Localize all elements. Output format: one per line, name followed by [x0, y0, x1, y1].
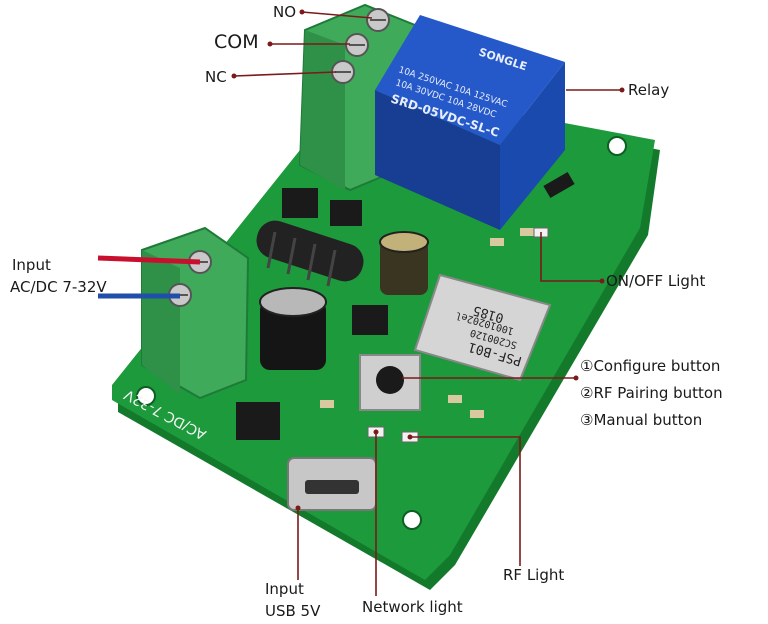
mount-hole-tr — [607, 136, 627, 156]
mount-hole-br — [402, 510, 422, 530]
pcb-board — [112, 92, 660, 590]
coil-ridge-1 — [266, 231, 277, 269]
input-terminal-block — [141, 226, 250, 400]
coil-body — [256, 220, 364, 282]
label-no: NO — [273, 3, 297, 21]
wire-red — [97, 255, 201, 265]
smd-r2 — [520, 228, 534, 236]
micro-usb-port — [287, 457, 377, 511]
label-input-ac-line2: AC/DC 7-32V — [10, 278, 107, 296]
dot-relay — [619, 87, 625, 93]
leader-rf — [410, 436, 521, 566]
coil-ridge-4 — [326, 249, 337, 287]
label-configure-button: ①Configure button — [580, 357, 721, 375]
label-input-usb-line1: Input — [265, 580, 304, 598]
ic-3 — [352, 305, 388, 335]
output-terminal-face — [300, 30, 345, 190]
leader-onoff — [540, 232, 602, 282]
smd-r4 — [470, 410, 484, 418]
wifi-module-body — [413, 273, 552, 382]
dot-rf — [407, 434, 413, 440]
coil-ridge-3 — [306, 243, 317, 281]
relay-front — [500, 62, 565, 230]
dot-usb — [295, 505, 301, 511]
pcb-surface — [112, 92, 655, 580]
label-rf-light: RF Light — [503, 566, 565, 584]
leader-no — [301, 11, 373, 19]
label-relay: Relay — [628, 81, 670, 99]
relay-component: SONGLE 10A 250VAC 10A 125VAC 10A 30VDC 1… — [375, 15, 565, 230]
push-button — [359, 354, 421, 411]
dot-no — [299, 9, 305, 15]
label-input-usb-line2: USB 5V — [265, 602, 321, 620]
ic-4 — [236, 402, 280, 440]
label-manual-button: ③Manual button — [580, 411, 703, 429]
relay-top — [375, 15, 565, 145]
diode — [543, 171, 575, 199]
large-capacitor — [259, 287, 327, 370]
dot-nc — [231, 73, 237, 79]
small-capacitor — [379, 231, 429, 295]
dot-onoff — [599, 278, 605, 284]
dot-button — [573, 375, 579, 381]
small-capacitor-body — [380, 240, 428, 295]
wifi-module: 0185 10010202el SC200120 PSF-B01 — [413, 273, 552, 382]
rf-antenna-coil — [256, 220, 364, 287]
smd-r5 — [320, 400, 334, 408]
dot-network — [373, 429, 379, 435]
push-button-cap — [376, 366, 404, 394]
relay-side — [375, 90, 500, 230]
leader-lines — [233, 11, 622, 596]
leader-dots — [231, 9, 625, 511]
label-input-ac-line1: Input — [12, 256, 51, 274]
smd-r3 — [448, 395, 462, 403]
usb-opening — [305, 480, 359, 494]
small-capacitor-top — [379, 231, 429, 253]
large-capacitor-top — [259, 287, 327, 317]
label-network-light: Network light — [362, 598, 463, 616]
ic-1 — [282, 188, 318, 218]
smd-r1 — [490, 238, 504, 246]
large-capacitor-body — [260, 300, 326, 370]
ic-2 — [330, 200, 362, 226]
smd-components — [236, 171, 575, 440]
leader-nc — [233, 71, 337, 77]
coil-ridge-2 — [286, 237, 297, 275]
mount-hole-bl — [136, 386, 156, 406]
label-com: COM — [214, 31, 259, 53]
label-rf-pairing-button: ②RF Pairing button — [580, 384, 723, 402]
label-onoff-light: ON/OFF Light — [606, 272, 706, 290]
dot-com — [267, 41, 273, 47]
label-nc: NC — [205, 68, 227, 86]
input-terminal-face — [142, 250, 180, 395]
